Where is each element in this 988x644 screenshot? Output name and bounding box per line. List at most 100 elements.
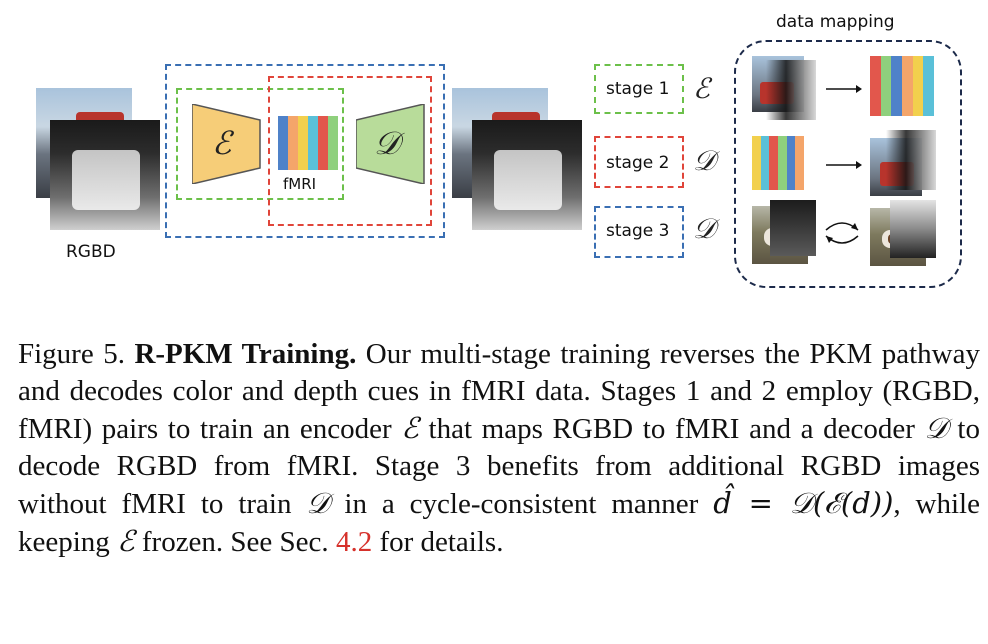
mapping-row1-fmri <box>870 56 934 116</box>
section-reference-link[interactable]: 4.2 <box>335 526 373 558</box>
fmri-cell <box>298 152 308 161</box>
fmri-cell <box>880 56 892 66</box>
fmri-cell <box>308 143 318 152</box>
cycle-formula: d̂ = 𝒟(ℰ(d)) <box>713 486 894 520</box>
fmri-cell <box>769 145 778 154</box>
fmri-cell <box>760 136 770 145</box>
fmri-cell <box>760 154 770 163</box>
fmri-cell <box>891 86 902 96</box>
fmri-cell <box>308 161 318 170</box>
fmri-cell <box>752 172 761 181</box>
fmri-cell <box>288 161 298 170</box>
fmri-cell <box>891 56 902 66</box>
caption-text: Our multi-stage training reverses the PK… <box>18 338 980 445</box>
fmri-cell <box>760 172 770 181</box>
fmri-cell <box>912 76 924 86</box>
fmri-cell <box>795 181 804 190</box>
fmri-cell <box>328 116 338 125</box>
fmri-cell <box>912 106 924 116</box>
fmri-cell <box>880 106 892 116</box>
fmri-cell <box>923 66 934 76</box>
fmri-cell <box>278 134 288 143</box>
caption-title: R-PKM Training. <box>134 338 357 370</box>
stage-1-symbol: ℰ <box>693 72 710 105</box>
caption-text: , while keeping <box>18 488 980 558</box>
fmri-cell <box>912 96 924 106</box>
fmri-cell <box>288 134 298 143</box>
fmri-cell <box>760 181 770 190</box>
stage-2-box <box>594 136 684 188</box>
stage-1-label: stage 1 <box>606 79 670 99</box>
fmri-cell <box>752 136 761 145</box>
fmri-cell <box>891 66 902 76</box>
fmri-cell <box>870 56 881 66</box>
fmri-cell <box>870 106 881 116</box>
fmri-cell <box>778 181 787 190</box>
fmri-cell <box>786 172 796 181</box>
fmri-cell <box>298 125 308 134</box>
fmri-cell <box>288 152 298 161</box>
decoder-block <box>356 104 425 184</box>
depth-map <box>50 120 160 230</box>
fmri-cell <box>318 152 328 161</box>
full-pipeline-box <box>165 64 445 238</box>
fmri-cell <box>902 106 913 116</box>
fmri-cell <box>902 86 913 96</box>
fmri-cell <box>870 86 881 96</box>
fmri-cell <box>778 154 787 163</box>
fmri-cell <box>298 161 308 170</box>
mapping-row2-fmri <box>752 136 804 190</box>
fmri-cell <box>318 161 328 170</box>
data-mapping-title: data mapping <box>776 12 895 32</box>
fmri-cell <box>278 152 288 161</box>
fmri-cell <box>786 136 796 145</box>
fmri-cell <box>288 116 298 125</box>
encoder-stage-box <box>176 88 344 200</box>
caption-text: frozen. See Sec. <box>134 526 336 558</box>
stage-3-label: stage 3 <box>606 221 670 241</box>
fmri-cell <box>298 134 308 143</box>
fmri-cell <box>760 163 770 172</box>
rgbd-label: RGBD <box>66 242 116 262</box>
fmri-cell <box>298 116 308 125</box>
fmri-cell <box>308 116 318 125</box>
fmri-cell <box>288 125 298 134</box>
fmri-cell <box>912 66 924 76</box>
fmri-cell <box>870 66 881 76</box>
fmri-cell <box>923 86 934 96</box>
fmri-cell <box>923 56 934 66</box>
decoder-math-symbol: 𝒟 <box>924 411 948 445</box>
fmri-cell <box>278 161 288 170</box>
arrow-right-icon <box>826 161 862 169</box>
caption-prefix: Figure 5. <box>18 338 135 370</box>
encoder-math-symbol: ℰ <box>117 524 135 558</box>
input-rgbd-image <box>30 88 160 230</box>
fmri-cell <box>328 152 338 161</box>
stage-1-box <box>594 64 684 114</box>
arrow-right-icon <box>826 85 862 93</box>
stage-2-symbol: 𝒟 <box>693 144 716 177</box>
fmri-cell <box>318 116 328 125</box>
fmri-cell <box>308 125 318 134</box>
encoder-block <box>192 104 261 184</box>
fmri-cell <box>769 172 778 181</box>
fmri-cell <box>288 143 298 152</box>
fmri-cell <box>880 96 892 106</box>
fmri-cell <box>328 134 338 143</box>
fmri-cell <box>795 163 804 172</box>
fmri-cell <box>923 76 934 86</box>
fmri-cell <box>786 145 796 154</box>
fmri-cell <box>778 136 787 145</box>
fmri-cell <box>891 106 902 116</box>
fmri-cell <box>912 86 924 96</box>
fmri-cell <box>902 66 913 76</box>
decoder-math-symbol: 𝒟 <box>306 486 330 520</box>
fmri-cell <box>769 181 778 190</box>
caption-paragraph: Figure 5. R-PKM Training. Our multi-stag… <box>18 336 980 561</box>
output-rgbd-image <box>452 88 582 230</box>
cycle-arrows-icon <box>825 222 859 244</box>
decoder-symbol: 𝒟 <box>374 124 400 162</box>
fmri-label: fMRI <box>283 175 317 193</box>
fmri-cell <box>769 136 778 145</box>
fmri-cell <box>278 143 288 152</box>
